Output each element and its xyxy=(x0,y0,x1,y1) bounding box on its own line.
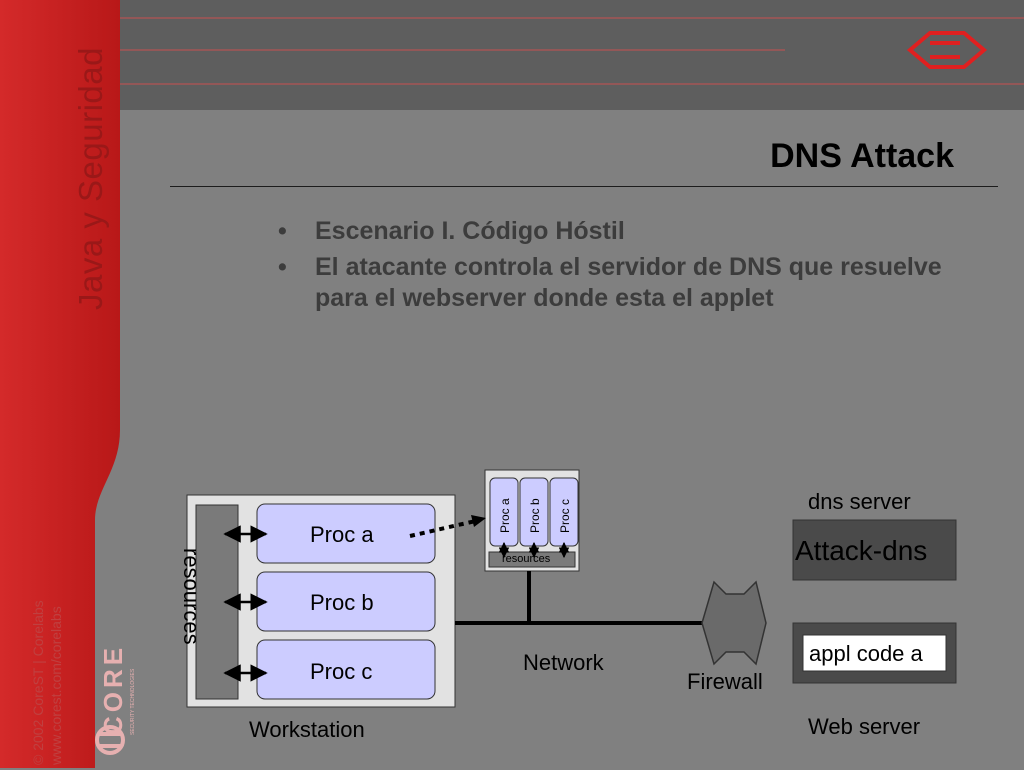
header-lines xyxy=(120,17,1024,85)
appl-code-box xyxy=(802,634,947,672)
proc-b-label: Proc b xyxy=(310,590,374,615)
bullet-marker: • xyxy=(278,253,287,281)
attack-dns-label: Attack-dns xyxy=(795,535,928,566)
network-label: Network xyxy=(523,650,604,675)
bullet-item: • El atacante controla el servidor de DNS… xyxy=(278,252,968,314)
bullet-item: • Escenario I. Código Hóstil xyxy=(278,216,968,247)
brand-logo-icon xyxy=(906,31,988,69)
remote-proc-c-label: Proc c xyxy=(558,498,572,533)
bullet-list: • Escenario I. Código Hóstil • El atacante… xyxy=(278,216,968,319)
sidebar: Java y Seguridad © 2002 CoreST | Corelab… xyxy=(0,0,136,768)
slide-title: DNS Attack xyxy=(770,137,954,175)
core-logo-tagline: SECURITY TECHNOLOGIES xyxy=(130,668,136,735)
remote-resources-label: resources xyxy=(502,553,551,565)
applet-download-arrow xyxy=(409,518,481,538)
header-band xyxy=(120,0,1024,110)
core-logo: CORE SECURITY TECHNOLOGIES xyxy=(95,644,136,755)
workstation-label: Workstation xyxy=(249,717,365,742)
bullet-text: Escenario I. Código Hóstil xyxy=(315,217,625,245)
firewall-icon xyxy=(701,580,767,666)
dns-server-box xyxy=(792,519,957,581)
workstation-resources-label: resources xyxy=(179,548,204,645)
bullet-marker: • xyxy=(278,217,287,245)
remote-proc-a-label: Proc a xyxy=(498,498,512,533)
dns-server-label: dns server xyxy=(808,489,911,514)
web-server-label: Web server xyxy=(808,714,921,739)
proc-a-label: Proc a xyxy=(310,522,374,547)
core-logo-text: CORE xyxy=(98,644,128,735)
bullet-text: El atacante controla el servidor de DNS … xyxy=(315,253,942,312)
appl-code-label: appl code a xyxy=(809,641,923,666)
proc-c-label: Proc c xyxy=(310,659,373,684)
remote-proc-b-label: Proc b xyxy=(528,498,542,533)
title-divider xyxy=(170,186,998,187)
sidebar-shape xyxy=(0,0,120,768)
applet-download-arrowhead xyxy=(471,515,486,527)
firewall-label: Firewall xyxy=(687,669,763,694)
